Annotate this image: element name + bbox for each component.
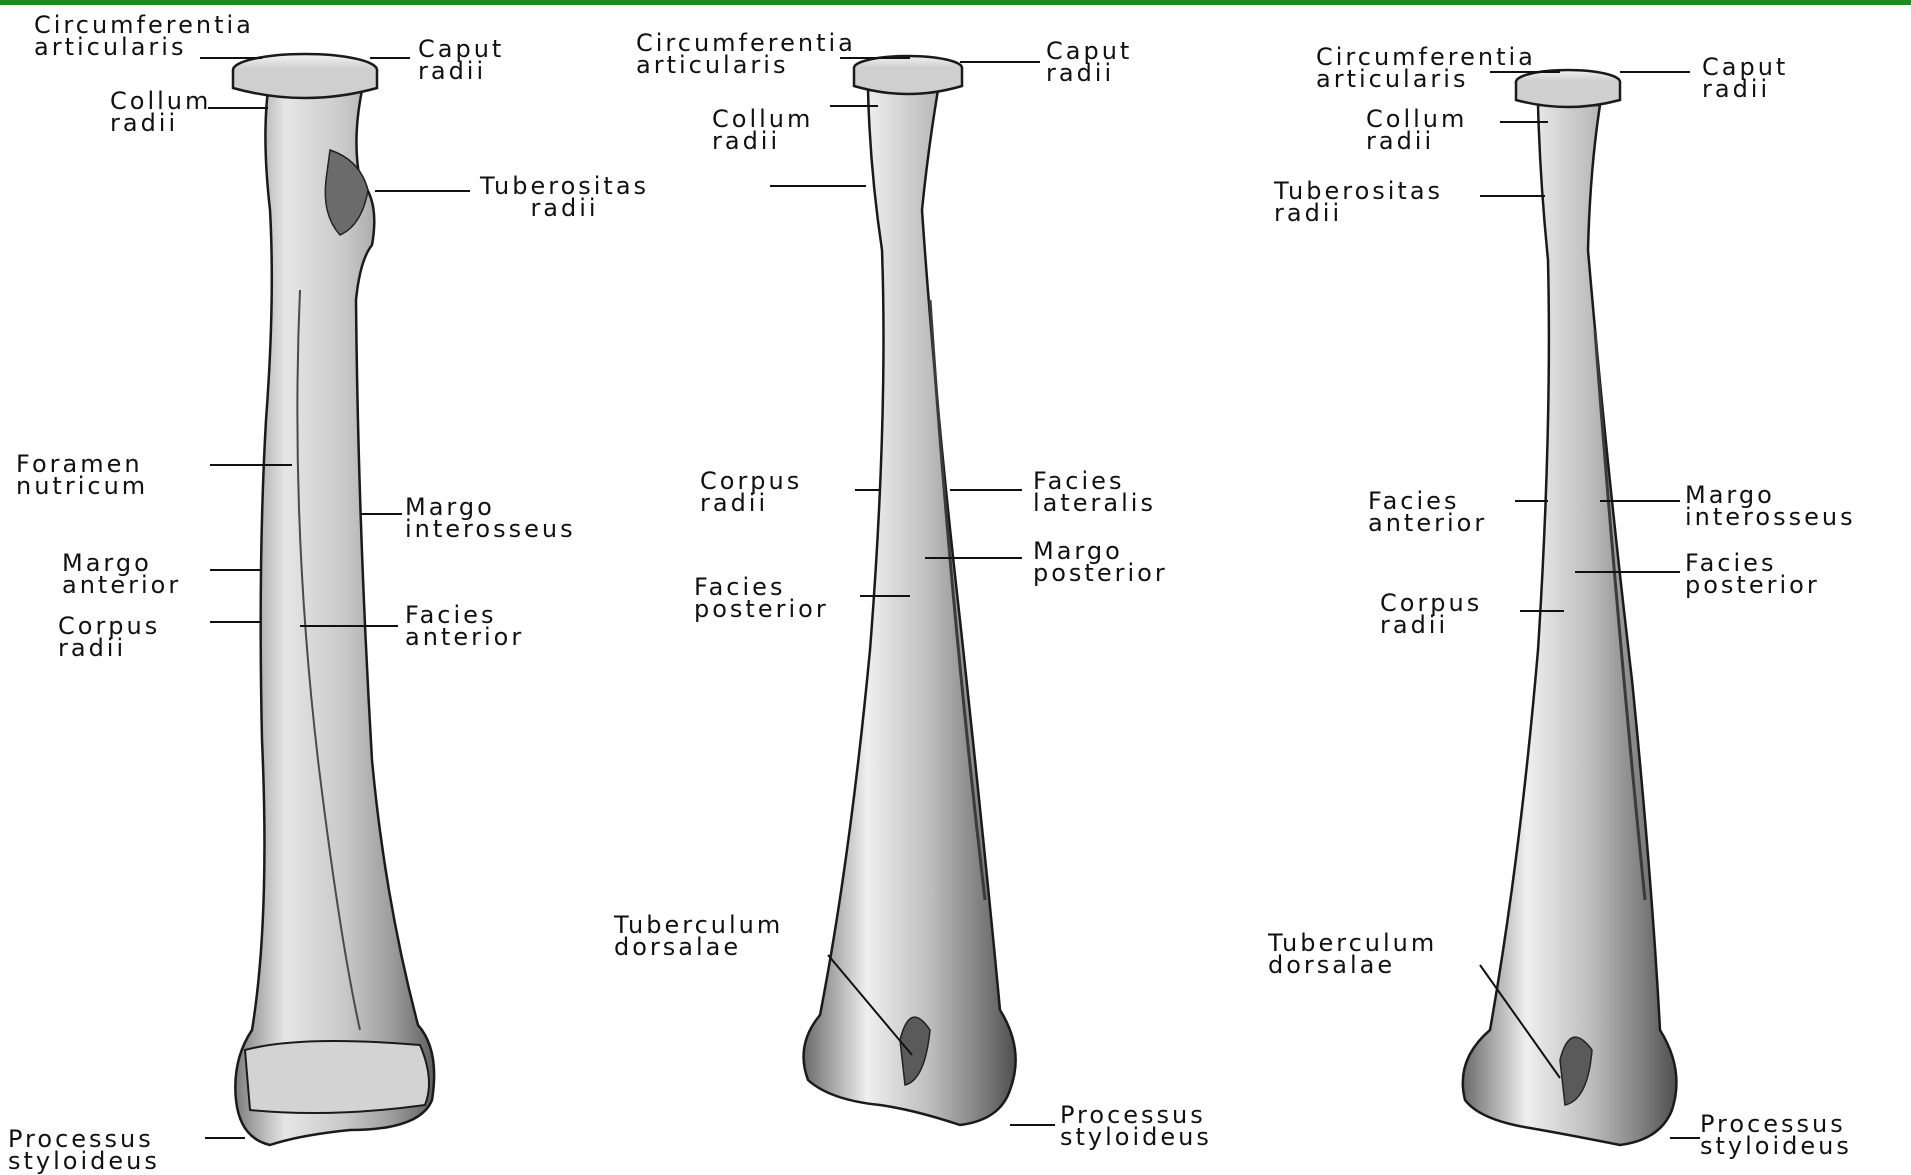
label-line-2: anterior xyxy=(405,626,524,648)
label-margo-interosseus: Margo interosseus xyxy=(1685,484,1856,528)
label-line-2: radii xyxy=(1274,202,1443,224)
label-processus-styloideus: Processus styloideus xyxy=(1060,1104,1212,1148)
label-caput-radii: Caput radii xyxy=(1046,40,1132,84)
label-corpus-radii: Corpus radii xyxy=(58,615,160,659)
radius-posterior-view xyxy=(1463,70,1677,1145)
label-facies-lateralis: Facies lateralis xyxy=(1033,470,1156,514)
label-corpus-radii: Corpus radii xyxy=(700,470,802,514)
label-line-2: radii xyxy=(1380,614,1482,636)
label-circumferentia-articularis: Circumferentia articularis xyxy=(636,32,856,76)
label-processus-styloideus: Processus styloideus xyxy=(1700,1113,1852,1157)
label-collum-radii: Collum radii xyxy=(712,108,813,152)
label-line-2: radii xyxy=(700,492,802,514)
label-line-2: articularis xyxy=(636,54,856,76)
bone-shaft xyxy=(804,90,1016,1125)
label-tuberculum-dorsalae: Tuberculum dorsalae xyxy=(614,914,783,958)
label-margo-anterior: Margo anterior xyxy=(62,552,181,596)
label-line-2: radii xyxy=(1046,62,1132,84)
label-foramen-nutricum: Foramen nutricum xyxy=(16,453,148,497)
label-line-2: interosseus xyxy=(1685,506,1856,528)
label-corpus-radii: Corpus radii xyxy=(1380,592,1482,636)
label-circumferentia-articularis: Circumferentia articularis xyxy=(34,14,254,58)
label-caput-radii: Caput radii xyxy=(418,38,504,82)
label-processus-styloideus: Processus styloideus xyxy=(8,1128,160,1172)
bone-shaft xyxy=(1463,105,1677,1145)
distal-end xyxy=(245,1041,429,1113)
label-facies-posterior: Facies posterior xyxy=(1685,552,1820,596)
label-line-2: radii xyxy=(110,112,211,134)
label-line-2: radii xyxy=(58,637,160,659)
label-line-2: articularis xyxy=(1316,68,1536,90)
label-margo-interosseus: Margo interosseus xyxy=(405,496,576,540)
label-collum-radii: Collum radii xyxy=(110,90,211,134)
label-line-2: radii xyxy=(480,197,649,219)
label-margo-posterior: Margo posterior xyxy=(1033,540,1168,584)
label-line-2: lateralis xyxy=(1033,492,1156,514)
radial-head-rim xyxy=(854,68,962,94)
label-collum-radii: Collum radii xyxy=(1366,108,1467,152)
label-line-2: styloideus xyxy=(1700,1135,1852,1157)
label-caput-radii: Caput radii xyxy=(1702,56,1788,100)
label-line-2: styloideus xyxy=(1060,1126,1212,1148)
label-line-2: posterior xyxy=(694,598,829,620)
label-line-2: dorsalae xyxy=(614,936,783,958)
label-line-2: posterior xyxy=(1033,562,1168,584)
radius-anterior-view xyxy=(233,54,434,1145)
label-line-2: posterior xyxy=(1685,574,1820,596)
label-line-2: radii xyxy=(418,60,504,82)
label-line-2: radii xyxy=(1702,78,1788,100)
label-line-2: radii xyxy=(1366,130,1467,152)
label-line-2: interosseus xyxy=(405,518,576,540)
label-facies-anterior: Facies anterior xyxy=(1368,490,1487,534)
label-facies-posterior: Facies posterior xyxy=(694,576,829,620)
label-line-2: anterior xyxy=(1368,512,1487,534)
label-tuberositas-radii: Tuberositas radii xyxy=(1274,180,1443,224)
label-circumferentia-articularis: Circumferentia articularis xyxy=(1316,46,1536,90)
radial-head-rim xyxy=(233,70,377,98)
label-line-2: articularis xyxy=(34,36,254,58)
label-line-2: nutricum xyxy=(16,475,148,497)
label-line-2: radii xyxy=(712,130,813,152)
label-line-2: anterior xyxy=(62,574,181,596)
label-tuberositas-radii: Tuberositas radii xyxy=(480,175,649,219)
label-facies-anterior: Facies anterior xyxy=(405,604,524,648)
label-tuberculum-dorsalae: Tuberculum dorsalae xyxy=(1268,932,1437,976)
label-line-2: dorsalae xyxy=(1268,954,1437,976)
label-line-2: styloideus xyxy=(8,1150,160,1172)
